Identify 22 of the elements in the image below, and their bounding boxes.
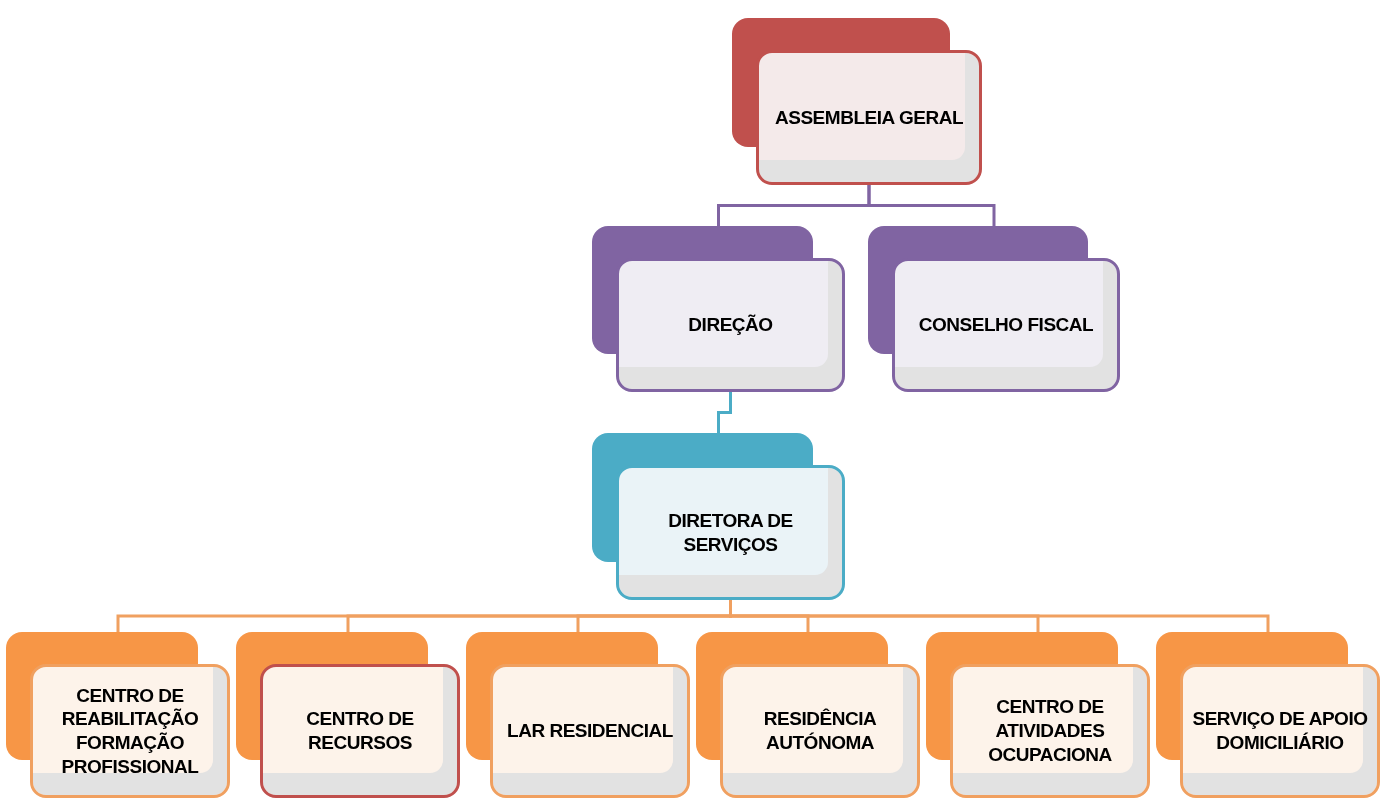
box-label: CENTRO DE REABILITAÇÃO FORMAÇÃO PROFISSIONAL bbox=[60, 683, 200, 779]
box-label: CENTRO DE ATIVIDADES OCUPACIONA bbox=[987, 695, 1113, 767]
box-label: DIRETORA DE SERVIÇOS bbox=[667, 508, 794, 557]
box-label: CENTRO DE RECURSOS bbox=[305, 707, 415, 755]
org-box bbox=[592, 226, 845, 392]
org-box bbox=[696, 632, 920, 798]
connector-line bbox=[867, 185, 996, 226]
org-box bbox=[236, 632, 460, 798]
box-label: RESIDÊNCIA AUTÓNOMA bbox=[762, 707, 878, 755]
org-box bbox=[1156, 632, 1380, 798]
org-box bbox=[466, 632, 690, 798]
connector-line bbox=[717, 392, 732, 433]
box-label: CONSELHO FISCAL bbox=[918, 313, 1094, 337]
org-box bbox=[592, 433, 845, 600]
box-label: DIREÇÃO bbox=[688, 313, 773, 337]
box-label: LAR RESIDENCIAL bbox=[507, 719, 673, 743]
box-label: SERVIÇO DE APOIO DOMICILIÁRIO bbox=[1191, 707, 1369, 755]
org-box bbox=[732, 18, 982, 185]
org-box bbox=[868, 226, 1120, 392]
org-box bbox=[6, 632, 230, 798]
org-box bbox=[926, 632, 1150, 798]
box-label: ASSEMBLEIA GERAL bbox=[774, 105, 963, 130]
